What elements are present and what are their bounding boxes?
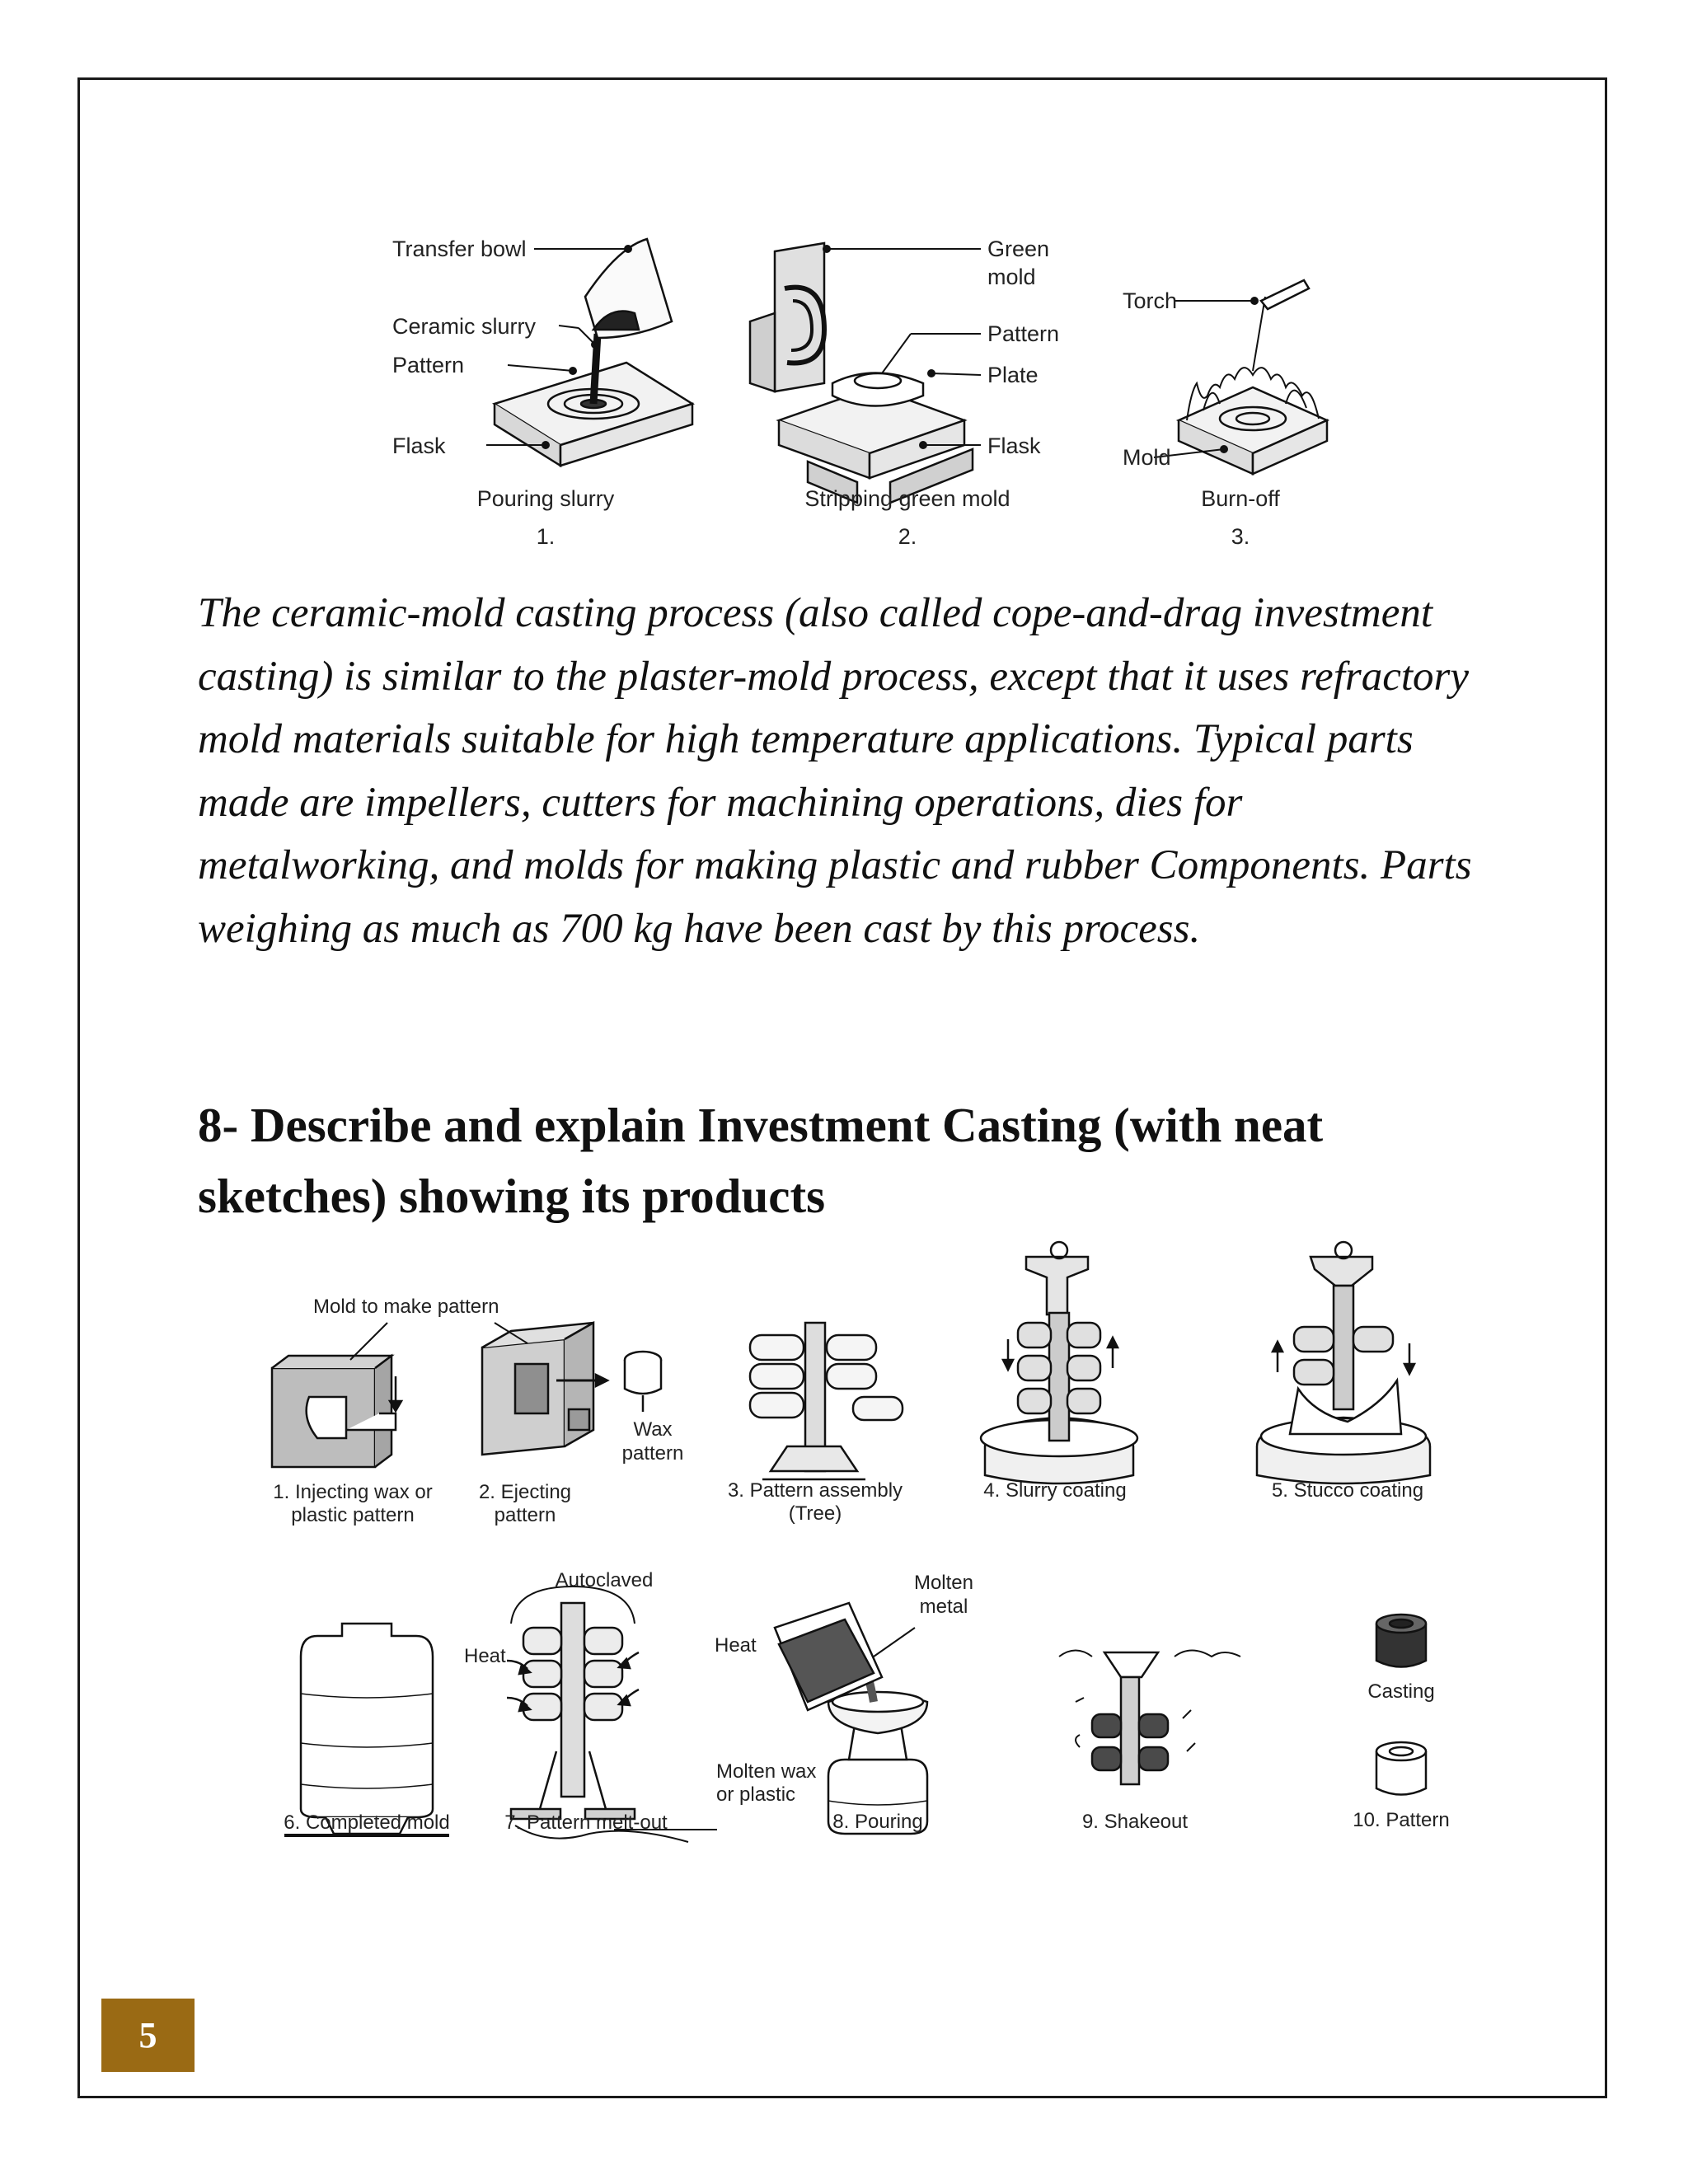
caption-step-1: Pouring slurry [477, 486, 615, 511]
label-molten-metal-1: Molten [914, 1572, 973, 1594]
caption-ic-step-7: 7. Pattern melt-out [504, 1811, 668, 1834]
caption-ic-step-5: 5. Stucco coating [1272, 1479, 1423, 1502]
slurry-coating-sketch [979, 1240, 1139, 1485]
label-pattern-mid: Pattern [987, 321, 1059, 346]
label-molten-wax-1: Molten wax [716, 1760, 816, 1783]
shakeout-sketch [1058, 1649, 1241, 1786]
caption-ic-step-3-line-1: 3. Pattern assembly [728, 1479, 903, 1502]
bottom-figure-labels: Mold to make pattern Wax pattern Autocla… [273, 1296, 1449, 1834]
caption-ic-step-4: 4. Slurry coating [983, 1479, 1126, 1502]
label-heat-left: Heat [464, 1645, 506, 1667]
label-molten-metal-2: metal [920, 1596, 968, 1618]
caption-ic-step-2-line-1: 2. Ejecting [479, 1481, 571, 1503]
caption-ic-step-6: 6. Completed mold [284, 1811, 449, 1834]
label-heat-right: Heat [715, 1634, 757, 1657]
label-plate: Plate [987, 363, 1039, 387]
label-pattern-left: Pattern [392, 353, 464, 377]
number-step-2: 2. [898, 524, 917, 549]
pouring-sketch [773, 1601, 929, 1835]
stucco-coating-sketch [1255, 1240, 1432, 1485]
number-step-3: 3. [1231, 524, 1250, 549]
ceramic-mold-figure: Transfer bowl Ceramic slurry Pattern Fla… [392, 237, 1330, 549]
stripping-green-mold-sketch [748, 241, 974, 504]
caption-ic-step-2-line-2: pattern [495, 1504, 556, 1526]
caption-step-2: Stripping green mold [804, 486, 1010, 511]
pattern-tree-sketch [748, 1321, 904, 1481]
burn-off-sketch [1175, 279, 1330, 476]
label-molten-wax-2: or plastic [716, 1783, 795, 1806]
injecting-wax-sketch [270, 1353, 404, 1469]
label-flask-left: Flask [392, 434, 446, 458]
label-mold: Mold [1123, 445, 1171, 470]
investment-casting-figure: Mold to make pattern Wax pattern Autocla… [270, 1240, 1450, 1843]
caption-ic-step-1-line-2: plastic pattern [291, 1504, 414, 1526]
top-leader-lines [486, 245, 1259, 458]
page-number-badge: 5 [101, 1999, 195, 2072]
caption-ic-step-10: 10. Pattern [1353, 1809, 1449, 1831]
label-wax-1: Wax [633, 1418, 672, 1441]
section-heading: 8- Describe and explain Investment Casti… [198, 1098, 1324, 1223]
caption-ic-step-3-line-2: (Tree) [789, 1502, 842, 1525]
casting-pattern-sketch [1375, 1613, 1428, 1796]
page-border [77, 77, 1607, 2098]
ceramic-mold-paragraph: The ceramic-mold casting process (also c… [198, 590, 1472, 952]
pattern-melt-out-sketch [506, 1585, 717, 1843]
caption-ic-step-1-line-1: 1. Injecting wax or [273, 1481, 432, 1503]
label-flask-mid: Flask [987, 434, 1041, 458]
caption-step-3: Burn-off [1201, 486, 1280, 511]
completed-mold-sketch [284, 1622, 449, 1837]
label-green-mold-1: Green [987, 237, 1049, 261]
label-autoclaved: Autoclaved [556, 1569, 654, 1591]
pouring-slurry-sketch [492, 237, 695, 468]
label-mold-to-make-pattern: Mold to make pattern [313, 1296, 499, 1318]
label-ceramic-slurry: Ceramic slurry [392, 314, 537, 339]
label-transfer-bowl: Transfer bowl [392, 237, 527, 261]
caption-ic-step-9: 9. Shakeout [1082, 1811, 1188, 1833]
top-figure-labels: Transfer bowl Ceramic slurry Pattern Fla… [392, 237, 1280, 549]
caption-ic-step-8: 8. Pouring [832, 1811, 922, 1833]
label-torch: Torch [1123, 288, 1177, 313]
label-green-mold-2: mold [987, 265, 1036, 289]
label-casting: Casting [1367, 1680, 1434, 1703]
ejecting-pattern-sketch [481, 1320, 663, 1456]
number-step-1: 1. [537, 524, 556, 549]
label-wax-2: pattern [622, 1442, 684, 1465]
